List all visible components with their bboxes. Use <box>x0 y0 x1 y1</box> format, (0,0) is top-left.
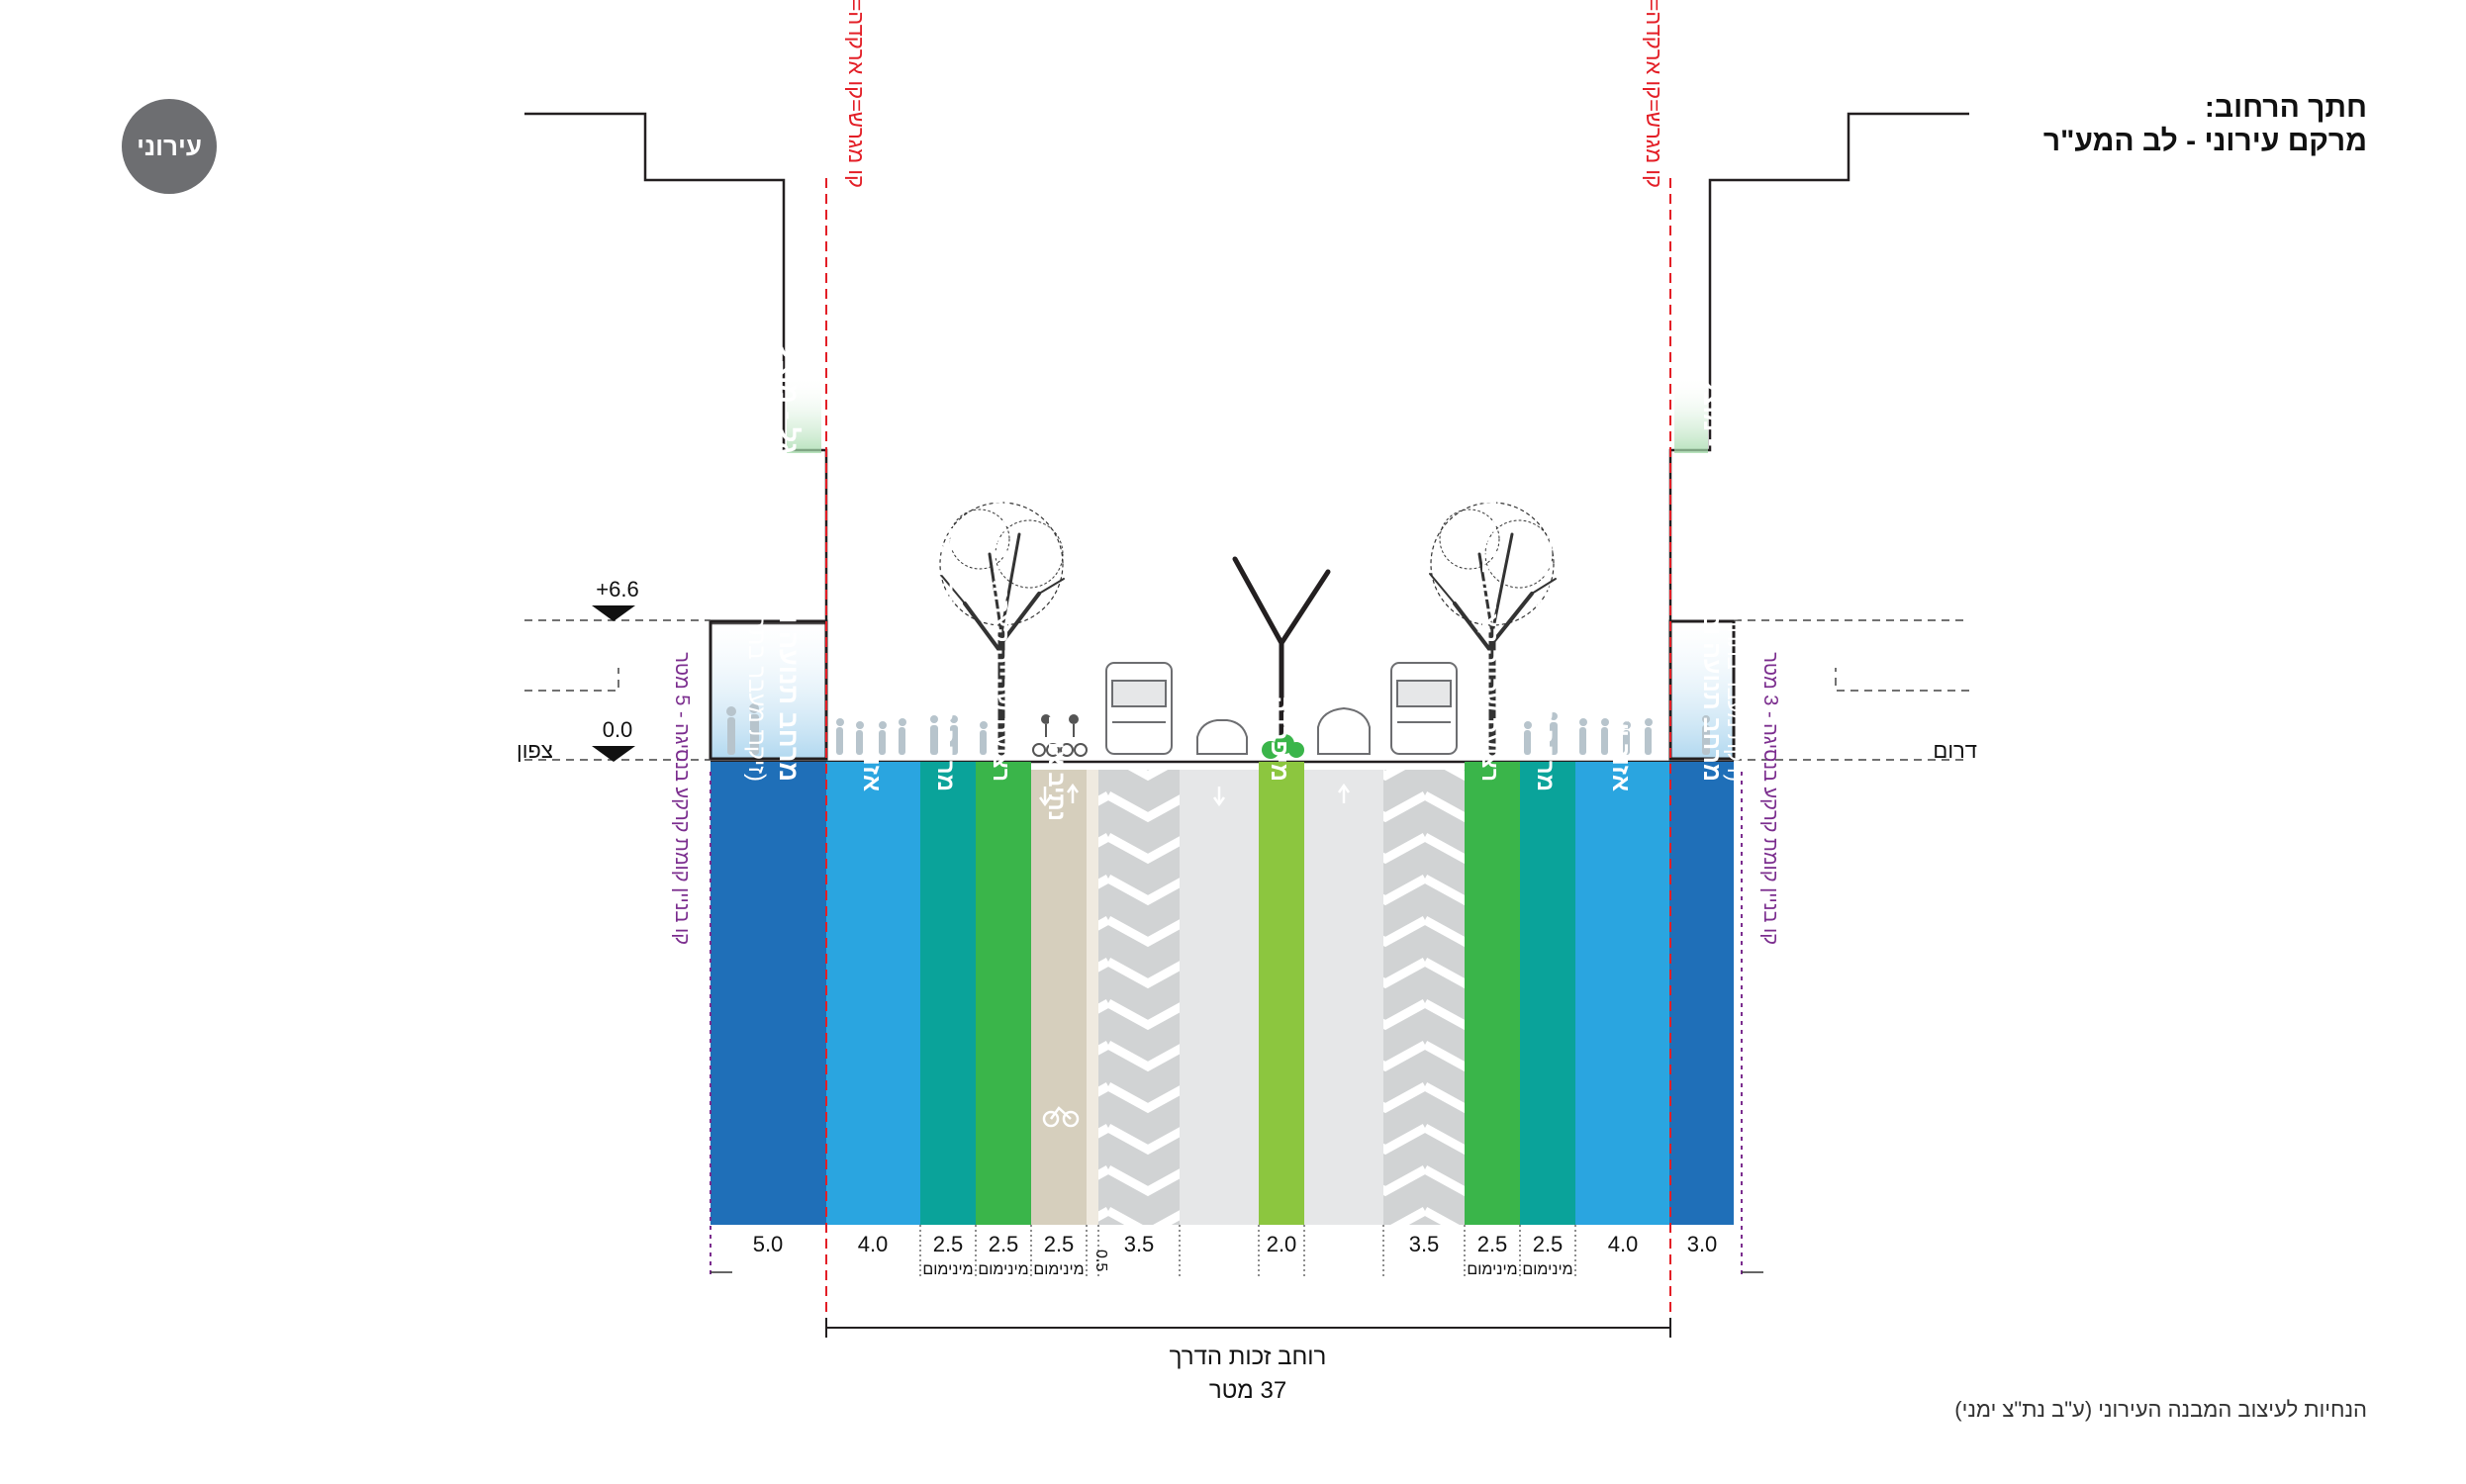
lane-arrows <box>1038 783 1351 807</box>
strip-car-right <box>1304 770 1383 1225</box>
width-seating-left: 4.0 <box>858 1232 889 1256</box>
level-markers <box>592 605 635 762</box>
width-seating-right: 4.0 <box>1608 1232 1639 1256</box>
strip-arcade-right <box>1669 762 1734 1225</box>
label-walk-left: מרחב תנועה ומעבר הולכי רגל <box>932 477 959 791</box>
width-walk-right: 2.5 <box>1533 1232 1564 1256</box>
bicycle-icon <box>1042 1106 1080 1128</box>
label-arcade-left-2: (זיקת מעבר בתחום הארקדה) <box>743 493 770 782</box>
title-heading: חתך הרחוב: <box>2204 91 2367 124</box>
cyclists-icon <box>1032 714 1088 757</box>
note-green-left: מינימום <box>978 1261 1028 1278</box>
strip-median <box>1259 762 1304 1225</box>
label-bike: נתיב אופניים דו כיווני <box>1043 600 1070 821</box>
strip-bike <box>1031 770 1087 1225</box>
direction-south-label: דרום <box>1933 738 1977 763</box>
ground-floor-lines <box>710 772 1743 1276</box>
width-arcade-left: 5.0 <box>753 1232 784 1256</box>
median-plants-icon <box>1262 734 1304 759</box>
width-arcade-right: 3.0 <box>1687 1232 1718 1256</box>
title-subheading: מרקם עירוני - לב המע"ר <box>2042 125 2367 157</box>
strip-green-right <box>1465 762 1520 1225</box>
width-walk-left: 2.5 <box>933 1232 964 1256</box>
strip-labels: מרחב תנועה ומעבר הולכי רגל - מוצל (זיקת … <box>743 344 1748 821</box>
tree-right-icon <box>1429 502 1557 756</box>
car-left-icon <box>1196 719 1248 755</box>
width-bike: 2.5 <box>1044 1232 1075 1256</box>
pedestrians-right-icon <box>1524 712 1710 755</box>
pedestrians-left-icon <box>726 703 988 755</box>
strip-seating-right <box>1575 762 1669 1225</box>
label-median: מיפרדה <box>1266 696 1293 782</box>
ground-line-label-right: קו בניין קומת קרקע בנסיגה - 3 מטר <box>1759 652 1781 945</box>
arcade-lines <box>825 178 1671 1331</box>
facade-glow-right <box>1674 376 1708 453</box>
label-seating-left: אזור ישיבה ושהייה - כולל סגירות חורף <box>858 372 886 791</box>
level-ground-label: 0.0 <box>603 717 633 742</box>
level-lines <box>524 619 1969 761</box>
tree-left-icon <box>939 502 1065 756</box>
street-lamp-icon <box>1232 556 1331 755</box>
strip-seating-left <box>826 762 920 1225</box>
strip-arcade-left <box>711 762 826 1225</box>
level-top-label: +6.6 <box>596 577 638 602</box>
note-walk-right: מינימום <box>1522 1261 1572 1278</box>
strip-walk-right <box>1520 762 1575 1225</box>
label-seating-right: אזור ישיבה ושהייה - כולל סגירות חורף <box>1607 372 1635 791</box>
arcade-line-label-right: קו מגרש=קו ארקדה=קו בניין אפס עד ק+2 <box>1642 0 1666 188</box>
strip-green-left <box>976 762 1031 1225</box>
width-bus-left: 3.5 <box>1124 1232 1155 1256</box>
strip-walk-left <box>920 762 976 1225</box>
footer-note: הנחיות לעיצוב המבנה העירוני (ע"ב נת"צ ימ… <box>1954 1397 2367 1422</box>
strips-layer <box>711 762 1734 1225</box>
strip-bike-buffer <box>1087 770 1098 1225</box>
category-badge: עירוני <box>122 99 217 194</box>
label-arcade-right-1: מרחב תנועה ומעבר הולכי רגל - מוצל <box>1698 377 1726 782</box>
width-green-left: 2.5 <box>989 1232 1019 1256</box>
note-bike: מינימום <box>1033 1261 1084 1278</box>
bus-left-icon <box>1105 662 1173 755</box>
width-bike-buffer: 0.5 <box>1092 1250 1109 1271</box>
dimension-values: 5.0 4.0 2.5 2.5 2.5 3.5 2.0 3.5 2.5 2.5 … <box>753 1232 1718 1256</box>
label-arcade-left-1: מרחב תנועה ומעבר הולכי רגל - מוצל <box>774 344 804 782</box>
arcade-line-label-left: קו מגרש=קו ארקדה=קו בניין אפס עד ק+2 <box>844 0 869 188</box>
width-median: 2.0 <box>1267 1232 1297 1256</box>
width-bus-right: 3.5 <box>1409 1232 1440 1256</box>
note-walk-left: מינימום <box>922 1261 973 1278</box>
strip-bus-right <box>1383 770 1465 1225</box>
note-green-right: מינימום <box>1467 1261 1517 1278</box>
right-of-way-value: 37 מטר <box>1209 1377 1286 1404</box>
car-right-icon <box>1317 706 1371 755</box>
strip-bus-left <box>1098 770 1180 1225</box>
label-walk-right: מרחב תנועה ומעבר הולכי רגל <box>1532 477 1559 791</box>
direction-north-label: צפון <box>517 738 553 763</box>
right-of-way-label: רוחב זכות הדרך <box>1170 1344 1327 1370</box>
label-green-right: רצועת שהייה קצרה, צמחייה ומתקנים <box>1477 405 1503 782</box>
bus-right-icon <box>1390 662 1458 755</box>
badge-label: עירוני <box>137 131 202 161</box>
facade-glow-left <box>787 376 821 453</box>
strip-car-left <box>1180 770 1259 1225</box>
dimension-notes: מינימום מינימום מינימום מינימום מינימום <box>922 1261 1572 1278</box>
right-of-way-dimension <box>825 1318 1671 1338</box>
label-arcade-right-2: (זיקת מעבר בתחום הארקדה) <box>1723 516 1748 782</box>
dimension-dividers <box>919 1225 1576 1276</box>
label-green-left: רצועת שהייה קצרה, צמחייה ומתקנים <box>989 405 1014 782</box>
width-green-right: 2.5 <box>1477 1232 1508 1256</box>
ground-line-label-left: קו בניין קומת קרקע בנסיגה - 5 מטר <box>671 652 693 945</box>
